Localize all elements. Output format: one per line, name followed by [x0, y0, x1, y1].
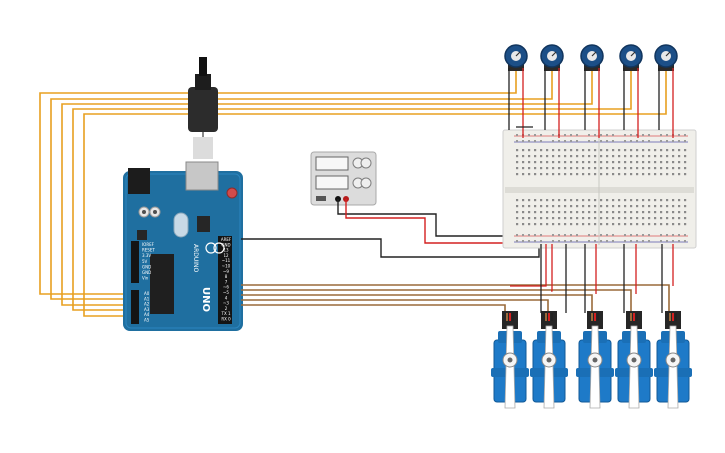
usb-cable-cord	[199, 57, 207, 76]
potentiometer-group	[504, 44, 678, 71]
analog-header	[131, 290, 139, 324]
pin-label: 8	[225, 274, 228, 279]
usb-cable	[188, 57, 218, 159]
potentiometer-5[interactable]	[654, 44, 678, 71]
servo-group	[491, 311, 692, 409]
potentiometer-3[interactable]	[580, 44, 604, 71]
pin-label: 3.3V	[142, 253, 151, 258]
pin-label: A5	[144, 318, 150, 323]
display-two	[315, 175, 349, 190]
servo-motor-2[interactable]	[530, 311, 568, 409]
analog-wire-a4[interactable]	[83, 68, 667, 317]
servo-1-signal-wire[interactable]	[241, 304, 506, 313]
pin-label: 12	[223, 253, 229, 258]
gnd-wire[interactable]	[241, 238, 540, 258]
potentiometer-1[interactable]	[504, 44, 528, 71]
usb-chip	[197, 216, 210, 232]
regulator-chip	[137, 230, 147, 240]
knob-icon[interactable]	[360, 157, 372, 169]
pot-power-wires	[508, 68, 674, 138]
pin-label: 13	[223, 248, 229, 253]
crystal-oscillator	[173, 212, 189, 238]
microcontroller-chip	[150, 254, 174, 314]
analog-wire-a1[interactable]	[50, 68, 553, 300]
analog-wire-group	[39, 68, 667, 317]
power-jack	[128, 168, 150, 194]
board-brand: ARDUINO	[192, 244, 199, 273]
pin-label: 2	[225, 306, 228, 311]
analog-wire-a0[interactable]	[39, 68, 517, 295]
usb-plug-body	[188, 87, 218, 132]
pin-label: GND	[142, 264, 151, 269]
pin-label: ~9	[223, 269, 229, 274]
pin-label: ~5	[223, 290, 229, 295]
arduino-logo-icon	[205, 242, 217, 254]
analog-wire-a3[interactable]	[72, 68, 632, 311]
potentiometer-4[interactable]	[619, 44, 643, 71]
supply-positive-wire[interactable]	[345, 199, 523, 244]
pin-label: 7	[225, 279, 228, 284]
usb-port	[185, 161, 219, 191]
analog-wire-a2[interactable]	[61, 68, 593, 306]
pin-label: 4	[225, 295, 228, 300]
pin-label: A3	[144, 307, 150, 312]
servo-signal-wires	[241, 284, 670, 313]
pin-label: ~11	[222, 258, 231, 263]
servo-motor-1[interactable]	[491, 311, 529, 409]
pin-label: 5V	[142, 259, 148, 264]
servo-4-signal-wire[interactable]	[241, 289, 632, 313]
pin-label: ~3	[223, 301, 229, 306]
reset-button[interactable]	[226, 187, 238, 199]
pin-label: AREF	[221, 237, 232, 242]
arduino-uno-board[interactable]: UNO ARDUINO AREFGND1312~11~10~987~6~54~3…	[123, 161, 243, 331]
pin-label: GND	[221, 242, 230, 247]
pin-label: A2	[144, 302, 150, 307]
servo-motor-4[interactable]	[615, 311, 653, 409]
display-one	[315, 156, 349, 171]
pin-label: RESET	[142, 248, 155, 253]
breadboard-holes	[516, 134, 687, 242]
power-supply[interactable]	[310, 151, 377, 206]
pin-label: A0	[144, 291, 150, 296]
pin-label: GND	[142, 270, 151, 275]
pin-label: RX 0	[221, 317, 231, 322]
pin-label: TX 1	[221, 311, 231, 316]
servo-2-signal-wire[interactable]	[241, 299, 549, 313]
servo-motor-3[interactable]	[576, 311, 614, 409]
pin-label: ~6	[223, 285, 229, 290]
supply-negative-wire[interactable]	[337, 199, 513, 237]
pin-label: Vin	[142, 276, 149, 281]
knob-icon[interactable]	[360, 177, 372, 189]
usb-plug-neck	[195, 74, 211, 90]
board-name: UNO	[200, 287, 211, 312]
breadboard[interactable]	[502, 129, 697, 249]
pin-label: IOREF	[142, 242, 155, 247]
potentiometer-2[interactable]	[540, 44, 564, 71]
servo-3-signal-wire[interactable]	[241, 294, 593, 313]
servo-power-wires	[510, 244, 674, 313]
pin-label: A4	[144, 312, 150, 317]
pin-label: A1	[144, 296, 150, 301]
usb-connector	[193, 137, 213, 159]
servo-motor-5[interactable]	[654, 311, 692, 409]
pin-label: ~10	[222, 264, 231, 269]
servo-5-signal-wire[interactable]	[241, 284, 670, 313]
digital-header	[218, 236, 232, 324]
power-header	[131, 241, 139, 283]
